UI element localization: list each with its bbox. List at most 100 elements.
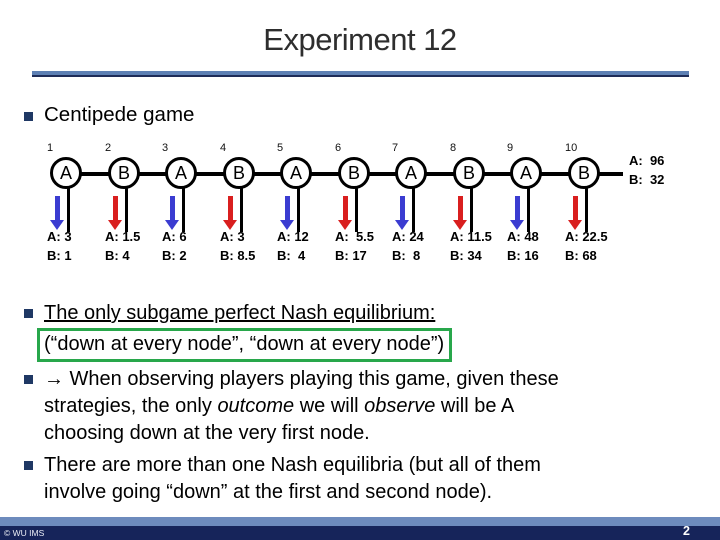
- node-payoff-b: B: 34: [450, 248, 482, 263]
- bullet-observed-outcome: → When observing players playing this ga…: [24, 366, 559, 447]
- node-payoff-a: A: 11.5: [450, 229, 492, 244]
- square-bullet-icon: [24, 375, 33, 384]
- node-payoff-b: B: 4: [105, 248, 130, 263]
- down-arrow-icon: [395, 196, 410, 230]
- node-player-label: A: [174, 162, 187, 183]
- game-node-8: 8 B A: 11.5 B: 34: [440, 140, 500, 275]
- down-branch-line: [412, 188, 415, 232]
- down-arrow-icon: [165, 196, 180, 230]
- down-arrow-icon: [223, 196, 238, 230]
- square-bullet-icon: [24, 112, 33, 121]
- down-branch-line: [355, 188, 358, 232]
- node-number: 10: [565, 142, 578, 154]
- footer-light-bar: [0, 517, 720, 526]
- node-payoff-b: B: 68: [565, 248, 597, 263]
- centipede-game-diagram: 1 A A: 3 B: 1 2 B A: 1.5 B: 4 3 A A: 6 B…: [0, 140, 720, 275]
- nash-line-2: involve going “down” at the first and se…: [44, 481, 493, 503]
- down-arrow-icon: [280, 196, 295, 230]
- node-number: 1: [47, 142, 54, 154]
- node-player-label: A: [289, 162, 302, 183]
- node-number: 5: [277, 142, 284, 154]
- node-payoff-b: B: 2: [162, 248, 187, 263]
- node-circle: A: [510, 157, 542, 189]
- node-player-label: A: [519, 162, 532, 183]
- outcome-line-1: → When observing players playing this ga…: [44, 368, 559, 390]
- down-arrow-icon: [568, 196, 583, 230]
- down-arrow-icon: [453, 196, 468, 230]
- italic-observe: observe: [364, 395, 436, 417]
- footer-dark-bar: [0, 526, 720, 540]
- node-circle: B: [338, 157, 370, 189]
- node-payoff-a: A: 22.5: [565, 229, 608, 244]
- node-payoff-b: B: 16: [507, 248, 539, 263]
- node-number: 4: [220, 142, 227, 154]
- game-node-10: 10 B A: 22.5 B: 68: [555, 140, 615, 275]
- node-payoff-a: A: 3: [220, 229, 245, 244]
- node-payoff-a: A: 24: [392, 229, 424, 244]
- node-number: 9: [507, 142, 514, 154]
- down-branch-line: [240, 188, 243, 232]
- spne-statement: The only subgame perfect Nash equilibriu…: [44, 302, 436, 324]
- game-node-9: 9 A A: 48 B: 16: [497, 140, 557, 275]
- node-payoff-a: A: 6: [162, 229, 187, 244]
- bullet-nash-equilibria: There are more than one Nash equilibria …: [24, 452, 541, 506]
- game-node-5: 5 A A: 12 B: 4: [267, 140, 327, 275]
- node-circle: B: [453, 157, 485, 189]
- italic-outcome: outcome: [217, 395, 295, 417]
- square-bullet-icon: [24, 309, 33, 318]
- node-circle: A: [280, 157, 312, 189]
- down-arrow-icon: [510, 196, 525, 230]
- down-arrow-icon: [108, 196, 123, 230]
- game-node-4: 4 B A: 3 B: 8.5: [210, 140, 270, 275]
- node-player-label: B: [232, 162, 245, 183]
- node-number: 6: [335, 142, 342, 154]
- spne-strategy-highlight-box: (“down at every node”, “down at every no…: [37, 328, 453, 362]
- node-circle: B: [568, 157, 600, 189]
- down-branch-line: [182, 188, 185, 232]
- node-player-label: B: [462, 162, 475, 183]
- node-payoff-a: A: 12: [277, 229, 309, 244]
- game-node-6: 6 B A: 5.5 B: 17: [325, 140, 385, 275]
- down-branch-line: [125, 188, 128, 232]
- centipede-game-label: Centipede game: [44, 103, 195, 126]
- outcome-line-3: choosing down at the very first node.: [44, 422, 370, 444]
- square-bullet-icon: [24, 461, 33, 470]
- node-number: 7: [392, 142, 399, 154]
- end-payoff-b: B: 32: [629, 172, 665, 187]
- node-payoff-b: B: 8: [392, 248, 421, 263]
- node-payoff-a: A: 3: [47, 229, 72, 244]
- node-player-label: A: [404, 162, 417, 183]
- node-payoff-b: B: 17: [335, 248, 367, 263]
- bullet-centipede-game: Centipede game: [24, 103, 194, 127]
- down-branch-line: [297, 188, 300, 232]
- page-number: 2: [683, 524, 690, 538]
- footer-copyright: © WU IMS: [4, 528, 45, 538]
- outcome-line-2: strategies, the only outcome we will obs…: [44, 395, 515, 417]
- node-player-label: B: [347, 162, 360, 183]
- down-branch-line: [470, 188, 473, 232]
- node-payoff-a: A: 1.5: [105, 229, 141, 244]
- node-number: 8: [450, 142, 457, 154]
- bullet-spne: The only subgame perfect Nash equilibriu…: [24, 300, 453, 362]
- node-payoff-a: A: 48: [507, 229, 539, 244]
- slide-title: Experiment 12: [263, 22, 457, 57]
- game-node-3: 3 A A: 6 B: 2: [152, 140, 212, 275]
- node-player-label: B: [577, 162, 590, 183]
- node-circle: A: [50, 157, 82, 189]
- down-arrow-icon: [50, 196, 65, 230]
- node-circle: A: [395, 157, 427, 189]
- down-branch-line: [67, 188, 70, 232]
- node-circle: B: [223, 157, 255, 189]
- node-circle: A: [165, 157, 197, 189]
- node-payoff-b: B: 1: [47, 248, 72, 263]
- node-payoff-a: A: 5.5: [335, 229, 375, 244]
- nash-line-1: There are more than one Nash equilibria …: [44, 454, 541, 476]
- node-player-label: B: [117, 162, 130, 183]
- node-number: 3: [162, 142, 169, 154]
- node-circle: B: [108, 157, 140, 189]
- title-rule-divider: [32, 71, 689, 77]
- game-node-2: 2 B A: 1.5 B: 4: [95, 140, 155, 275]
- game-node-1: 1 A A: 3 B: 1: [37, 140, 97, 275]
- down-arrow-icon: [338, 196, 353, 230]
- node-player-label: A: [59, 162, 72, 183]
